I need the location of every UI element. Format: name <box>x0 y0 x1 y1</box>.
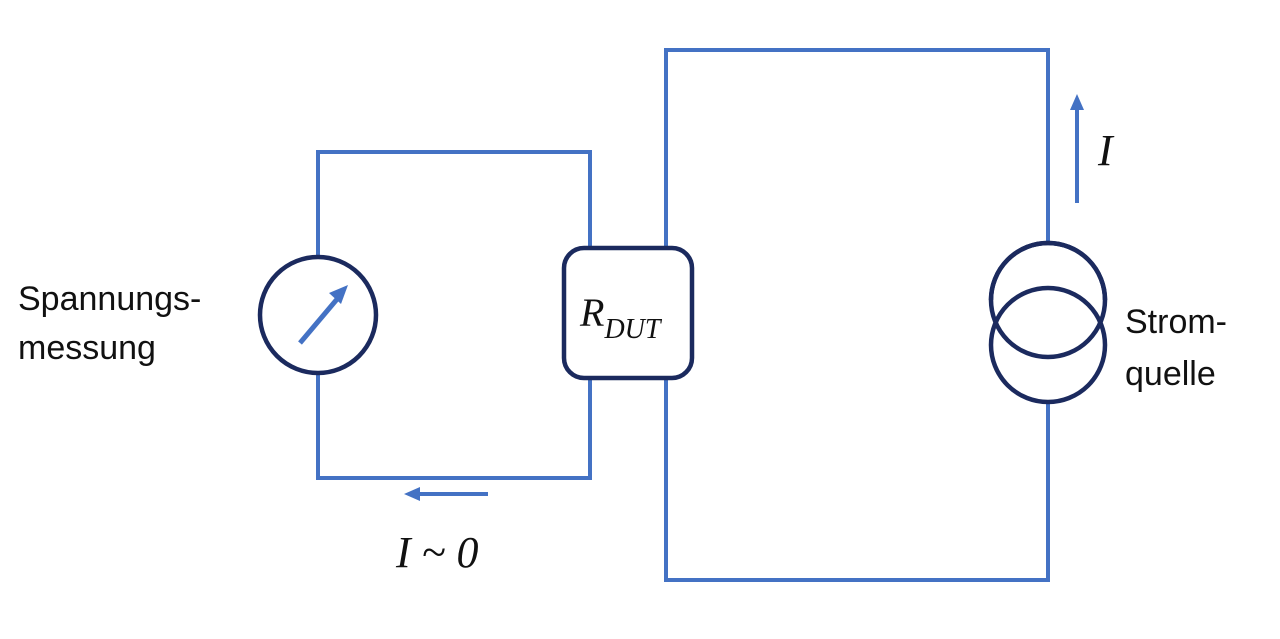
voltmeter <box>257 254 379 376</box>
dut-component: RDUT <box>561 245 695 381</box>
sense-current-arrow-head <box>404 487 420 501</box>
sense-loop-wires <box>316 150 592 480</box>
voltmeter-label-line1: Spannungs- <box>18 280 201 318</box>
current-source-upper-arc-overlay <box>988 240 1108 301</box>
source-label-line1: Strom- <box>1125 303 1227 341</box>
current-source <box>988 240 1108 405</box>
voltmeter-label-line2: messung <box>18 329 156 367</box>
svg-text:RDUT: RDUT <box>579 290 663 345</box>
voltmeter-body <box>257 254 379 376</box>
force-loop-top-wire <box>664 48 1050 250</box>
force-loop-bottom-wire <box>664 380 1050 582</box>
source-current-arrow-head <box>1070 94 1084 110</box>
dut-box <box>561 245 695 381</box>
dut-label-main: R <box>579 290 604 335</box>
meter-needle-icon <box>298 296 340 345</box>
sense-current-arrow <box>404 487 488 501</box>
sense-current-label: I ~ 0 <box>395 528 478 577</box>
current-source-lower-circle <box>988 285 1108 405</box>
source-label-line2: quelle <box>1125 355 1216 393</box>
source-current-label: I <box>1097 126 1115 175</box>
sense-loop-top-wire <box>316 150 592 258</box>
source-current-arrow <box>1070 94 1084 203</box>
sense-loop-bottom-wire <box>316 372 592 480</box>
dut-label-subscript: DUT <box>603 314 662 345</box>
force-loop-wires <box>664 48 1050 582</box>
meter-needle-arrowhead <box>329 285 348 304</box>
